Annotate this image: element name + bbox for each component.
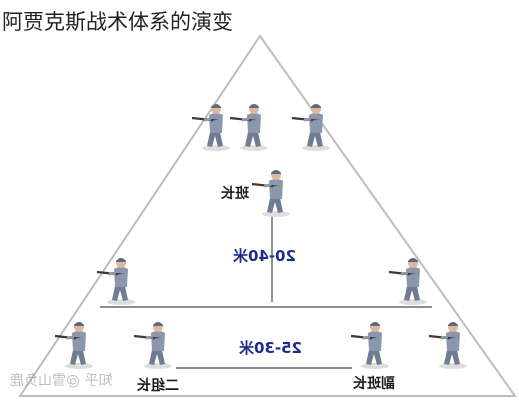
- soldier-top-center: [228, 102, 270, 153]
- label-distance-top: 20-40米: [233, 247, 296, 265]
- label-deputy-squad-leader: 副班长: [353, 376, 395, 392]
- formation-triangle: [18, 34, 517, 397]
- soldier-bottom-far-left: [53, 320, 95, 371]
- label-group-leader-2: 二组长: [137, 378, 179, 394]
- soldier-bottom-far-right: [427, 320, 469, 371]
- label-distance-bottom: 25-30米: [239, 339, 302, 357]
- page-title: 阿贾克斯战术体系的演变: [2, 10, 233, 34]
- soldier-group-leader-2: [132, 320, 174, 371]
- soldier-mid-left: [95, 256, 137, 307]
- label-squad-leader: 班长: [221, 186, 249, 202]
- soldier-squad-leader: [250, 168, 292, 219]
- soldier-deputy-squad-leader: [349, 320, 391, 371]
- watermark: 知乎 @雪山负鹿: [10, 373, 113, 389]
